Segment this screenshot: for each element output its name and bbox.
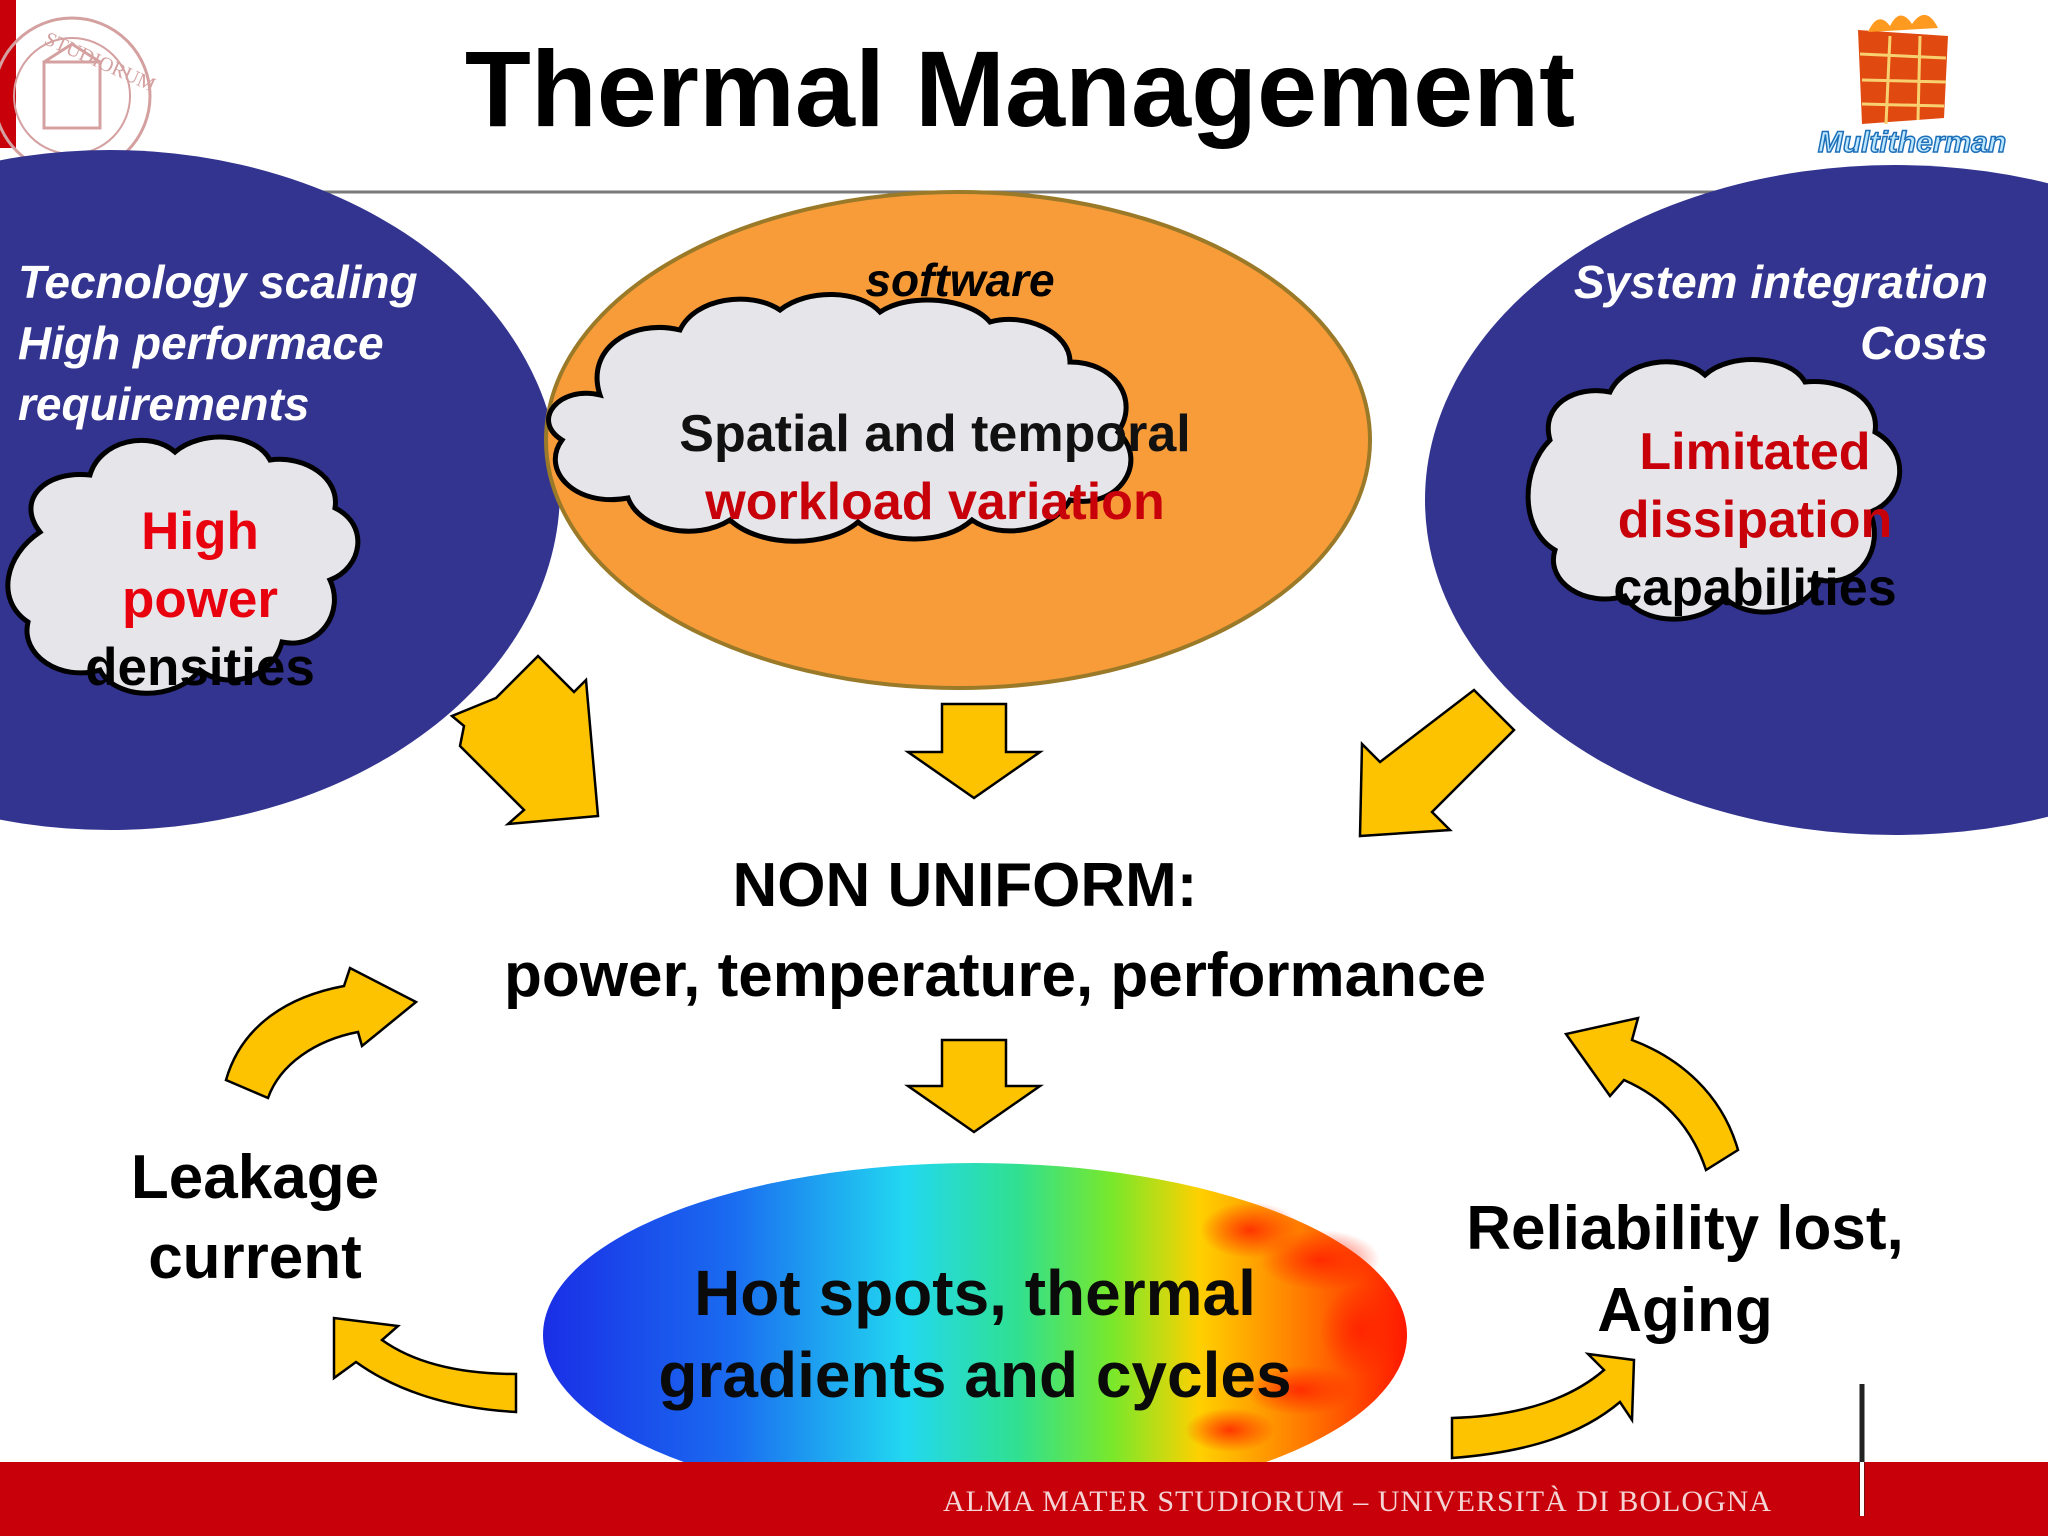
left-accent-bar (0, 0, 16, 148)
leakage-line-2: current (148, 1223, 362, 1292)
right-cloud-text: Limitated dissipation capabilities (1560, 418, 1950, 622)
arrow-center-down-icon (904, 702, 1044, 800)
right-heading-line-2: Costs (1860, 317, 1988, 369)
center-cloud-red: workload variation (705, 473, 1165, 531)
leakage-line-1: Leakage (130, 1143, 380, 1212)
arrow-curve-upper-left-icon (224, 966, 419, 1100)
center-cloud (546, 292, 1134, 544)
arrow-lower-down-icon (904, 1038, 1044, 1134)
left-cloud-red-1: High (141, 502, 259, 561)
leakage-text: Leakage current (80, 1138, 430, 1298)
hotspot-line-2: gradients and cycles (658, 1339, 1292, 1411)
left-heading: Tecnology scaling High performace requir… (18, 252, 498, 435)
reliability-text: Reliability lost, Aging (1420, 1188, 1950, 1352)
right-cloud-red-2: dissipation (1617, 491, 1893, 549)
hotspot-text: Hot spots, thermal gradients and cycles (590, 1252, 1360, 1416)
right-cloud-black: capabilities (1613, 559, 1897, 617)
center-cloud-text: Spatial and temporal workload variation (600, 400, 1270, 536)
arrow-curve-lower-left-icon (332, 1316, 518, 1414)
left-cloud-text: High power densities (50, 498, 350, 702)
left-heading-line-2: High performace (18, 317, 384, 369)
right-cloud (1525, 357, 1902, 622)
left-cloud (5, 434, 361, 696)
hotspot-heat-blobs (1185, 1202, 1400, 1452)
page-title: Thermal Management (464, 28, 1576, 149)
footer-bar (0, 1462, 2048, 1536)
arrow-curve-upper-right-icon (1563, 1016, 1740, 1172)
non-uniform-line-1: NON UNIFORM: (732, 851, 1198, 920)
multitherman-logo-icon: Multitherman (1817, 14, 2007, 160)
left-cloud-red-2: power (121, 570, 279, 629)
software-heading: software (865, 254, 1055, 306)
arrow-left-diagonal-icon (449, 654, 600, 826)
arrow-right-diagonal-icon (1358, 688, 1516, 838)
center-cloud-black: Spatial and temporal (679, 405, 1191, 463)
hotspot-line-1: Hot spots, thermal (694, 1257, 1256, 1329)
left-cloud-black: densities (85, 638, 315, 697)
footer-text: ALMA MATER STUDIORUM – UNIVERSITÀ DI BOL… (943, 1485, 1772, 1518)
left-heading-line-3: requirements (18, 378, 310, 430)
reliability-line-2: Aging (1597, 1276, 1773, 1345)
non-uniform-line-2: power, temperature, performance (504, 941, 1486, 1010)
logo-text: Multitherman (1818, 126, 2006, 159)
left-heading-line-1: Tecnology scaling (18, 256, 418, 308)
right-cloud-red-1: Limitated (1639, 423, 1871, 481)
right-heading: System integration Costs (1450, 252, 1988, 374)
arrow-curve-lower-right-icon (1450, 1352, 1636, 1460)
reliability-line-1: Reliability lost, (1466, 1194, 1904, 1263)
right-heading-line-1: System integration (1573, 256, 1988, 308)
